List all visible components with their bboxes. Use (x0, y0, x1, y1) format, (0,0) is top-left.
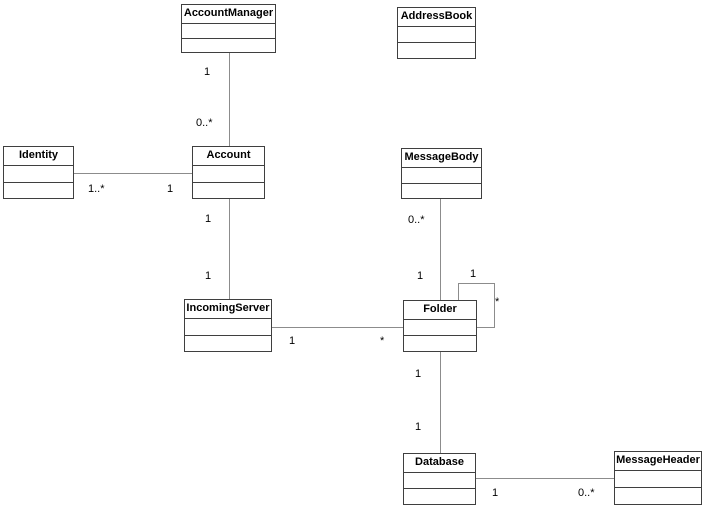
class-operations-compartment (615, 488, 701, 504)
class-attributes-compartment (4, 166, 73, 183)
association-line (74, 173, 192, 174)
multiplicity-label: 1 (204, 66, 211, 78)
multiplicity-label: * (380, 335, 385, 347)
class-attributes-compartment (193, 166, 264, 183)
multiplicity-label: 0..* (408, 214, 425, 226)
class-operations-compartment (398, 43, 475, 58)
class-box-accountmanager[interactable]: AccountManager (181, 4, 276, 53)
multiplicity-label: 1 (470, 268, 477, 280)
class-attributes-compartment (182, 24, 275, 39)
class-box-folder[interactable]: Folder (403, 300, 477, 352)
class-box-addressbook[interactable]: AddressBook (397, 7, 476, 59)
class-name: Folder (404, 301, 476, 320)
class-box-identity[interactable]: Identity (3, 146, 74, 199)
multiplicity-label: 1 (205, 213, 212, 225)
association-line (458, 283, 495, 284)
association-line (476, 478, 614, 479)
association-line (229, 199, 230, 299)
class-operations-compartment (4, 183, 73, 199)
association-line (229, 53, 230, 146)
class-attributes-compartment (402, 168, 481, 184)
association-line (477, 327, 494, 328)
class-attributes-compartment (404, 320, 476, 336)
class-box-incomingserver[interactable]: IncomingServer (184, 299, 272, 352)
class-name: Database (404, 454, 475, 473)
association-line (458, 283, 459, 300)
multiplicity-label: 1 (415, 421, 422, 433)
class-name: Identity (4, 147, 73, 166)
class-operations-compartment (404, 336, 476, 351)
class-attributes-compartment (398, 27, 475, 43)
multiplicity-label: 0..* (578, 487, 595, 499)
association-line (440, 352, 441, 453)
multiplicity-label: 1 (492, 487, 499, 499)
class-name: IncomingServer (185, 300, 271, 319)
class-operations-compartment (182, 39, 275, 53)
class-name: MessageHeader (615, 452, 701, 471)
class-box-database[interactable]: Database (403, 453, 476, 505)
multiplicity-label: 1 (415, 368, 422, 380)
multiplicity-label: 1 (417, 270, 424, 282)
class-box-messageheader[interactable]: MessageHeader (614, 451, 702, 505)
class-operations-compartment (402, 184, 481, 199)
multiplicity-label: 1..* (88, 183, 105, 195)
class-name: AccountManager (182, 5, 275, 24)
class-operations-compartment (193, 183, 264, 199)
class-name: MessageBody (402, 149, 481, 168)
association-line (494, 283, 495, 328)
multiplicity-label: * (495, 296, 500, 308)
class-attributes-compartment (404, 473, 475, 489)
class-attributes-compartment (615, 471, 701, 488)
class-box-account[interactable]: Account (192, 146, 265, 199)
class-operations-compartment (404, 489, 475, 504)
class-operations-compartment (185, 336, 271, 352)
multiplicity-label: 0..* (196, 117, 213, 129)
class-box-messagebody[interactable]: MessageBody (401, 148, 482, 199)
class-attributes-compartment (185, 319, 271, 336)
association-line (440, 199, 441, 300)
class-name: Account (193, 147, 264, 166)
class-name: AddressBook (398, 8, 475, 27)
multiplicity-label: 1 (167, 183, 174, 195)
association-line (272, 327, 403, 328)
multiplicity-label: 1 (289, 335, 296, 347)
multiplicity-label: 1 (205, 270, 212, 282)
